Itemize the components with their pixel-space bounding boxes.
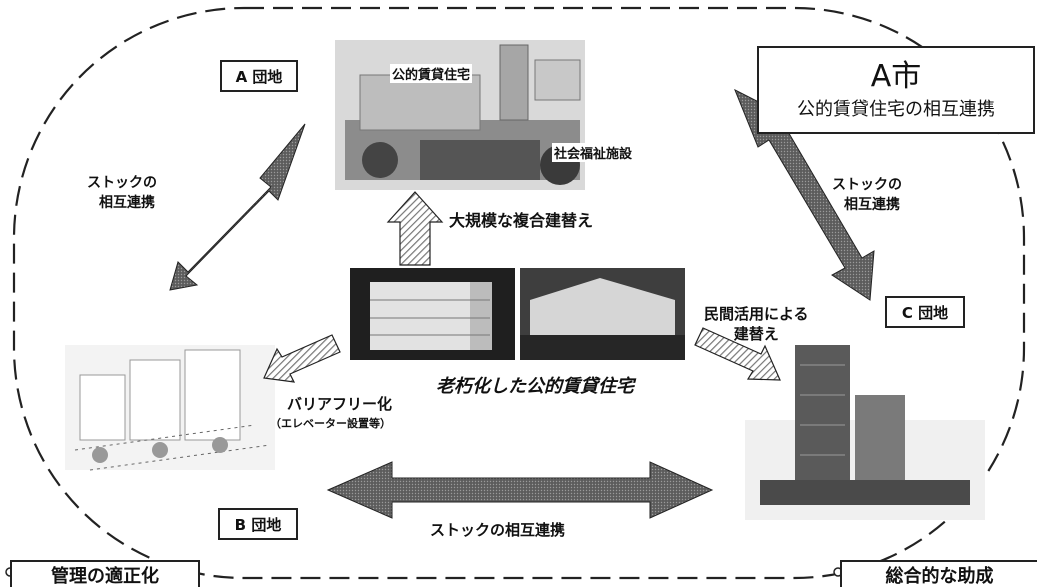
c-estate-photo — [745, 345, 985, 520]
private-rebuild-arrow — [694, 327, 781, 381]
stock-right-line1: ストックの — [832, 177, 902, 193]
stock-link-right-text: ストックの 相互連携 — [832, 176, 902, 215]
public-housing-caption: 公的賃貸住宅 — [390, 64, 473, 83]
private-rebuild-text: 民間活用による 建替え — [704, 304, 809, 345]
social-welfare-caption: 社会福祉施設 — [552, 143, 635, 162]
estate-b-label: B 団地 — [218, 508, 298, 540]
large-rebuild-text: 大規模な複合建替え — [449, 211, 594, 230]
stock-left-line2: 相互連携 — [99, 194, 155, 211]
boundary-dashed-oval — [12, 6, 1026, 580]
stock-right-line2: 相互連携 — [844, 196, 900, 213]
private-rebuild-line2: 建替え — [733, 325, 779, 344]
city-subtitle: 公的賃貸住宅の相互連携 — [797, 98, 995, 120]
city-title-box: A市 公的賃貸住宅の相互連携 — [757, 46, 1035, 134]
aging-housing-caption: 老朽化した公的賃貸住宅 — [436, 376, 634, 397]
aging-housing-photos — [350, 268, 685, 360]
estate-a-label: A 団地 — [220, 60, 298, 92]
rebuild-up-arrow — [386, 191, 444, 266]
subsidy-label: 総合的な助成 — [840, 560, 1037, 587]
stock-arrow-left — [169, 123, 306, 291]
stock-link-bottom-text: ストックの相互連携 — [430, 521, 566, 539]
complex-redevelopment-photo — [335, 40, 585, 190]
stock-link-left-text: ストックの 相互連携 — [87, 174, 157, 213]
management-label: 管理の適正化 — [10, 560, 200, 587]
stock-arrow-bottom — [326, 461, 714, 519]
private-rebuild-line1: 民間活用による — [704, 305, 809, 323]
b-estate-photo — [65, 345, 275, 471]
city-name: A市 — [870, 58, 922, 94]
barrier-free-text: バリアフリー化 — [287, 393, 393, 414]
barrier-free-note: （エレベーター設置等） — [270, 417, 391, 430]
stock-left-line1: ストックの — [87, 175, 157, 191]
estate-c-label: C 団地 — [885, 296, 965, 328]
barrier-free-arrow — [263, 334, 341, 383]
